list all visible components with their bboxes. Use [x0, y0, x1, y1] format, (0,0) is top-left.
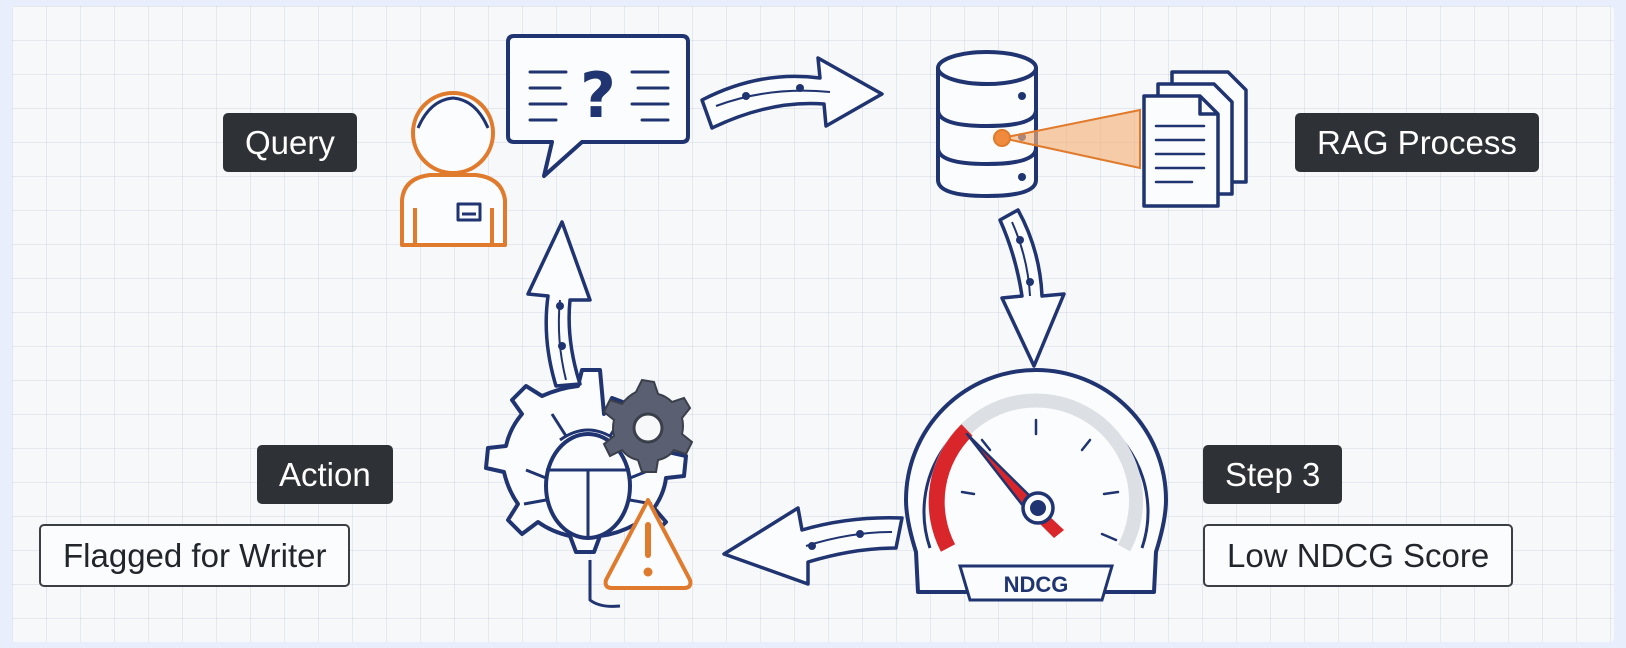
flagged-label: Flagged for Writer: [39, 524, 351, 587]
gauge-icon: [904, 368, 1168, 602]
arrow-to-gauge: [998, 208, 1066, 368]
svg-text:?: ?: [580, 59, 616, 132]
step3-label: Step 3: [1203, 445, 1343, 504]
rag-process-label: RAG Process: [1295, 113, 1539, 172]
arrow-to-action: [722, 506, 904, 586]
user-icon: [400, 91, 507, 247]
documents-icon: [1142, 70, 1248, 208]
database-icon: [936, 50, 1038, 199]
low-ndcg-label: Low NDCG Score: [1203, 524, 1514, 587]
action-label: Action: [257, 445, 393, 504]
gauge-label: NDCG: [1004, 572, 1069, 597]
retrieval-beam: [993, 108, 1141, 170]
warning-icon: [603, 498, 693, 590]
gear-icon: [602, 378, 694, 473]
question-bubble-icon: ?: [506, 34, 690, 178]
arrow-to-database: [700, 56, 884, 130]
arrow-to-query: [526, 220, 592, 388]
query-label: Query: [223, 113, 357, 172]
